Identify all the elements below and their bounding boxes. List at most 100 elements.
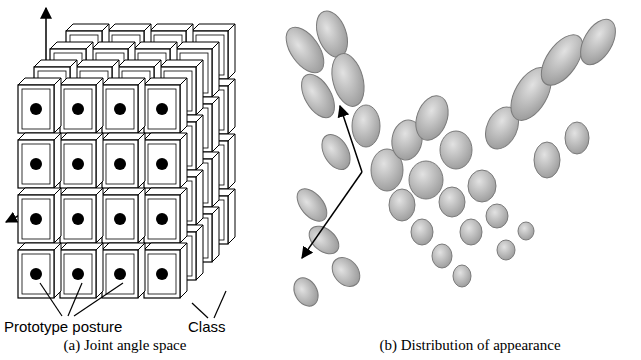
cube-side [196, 225, 203, 280]
appearance-ellipse [411, 219, 433, 245]
class-cube [144, 243, 187, 298]
cube-side [228, 189, 235, 244]
prototype-dot [30, 268, 42, 280]
class-cube [102, 243, 145, 298]
appearance-ellipse [352, 105, 380, 147]
cube-front [102, 195, 138, 243]
appearance-ellipse [486, 204, 508, 228]
appearance-ellipse [468, 170, 496, 202]
cube-side [180, 133, 187, 188]
cube-side [96, 243, 103, 298]
cube-inner [22, 254, 50, 294]
prototype-dot [114, 103, 126, 115]
cube-front [144, 85, 180, 133]
appearance-ellipse [518, 222, 534, 240]
cube-front [60, 250, 96, 298]
cube-inner [64, 199, 92, 239]
subfigure-caption: (a) Joint angle space [64, 336, 187, 354]
cube-front [144, 140, 180, 188]
prototype-dot [30, 158, 42, 170]
appearance-axes [302, 106, 362, 258]
prototype-dot [30, 213, 42, 225]
cube-side [212, 207, 219, 262]
cube-inner [64, 144, 92, 184]
appearance-ellipse [327, 50, 370, 110]
class-cube [144, 133, 187, 188]
class-cube [60, 243, 103, 298]
appearance-ellipse [311, 7, 354, 62]
class-cube [60, 78, 103, 133]
prototype-dot [72, 158, 84, 170]
appearance-ellipse [432, 244, 452, 268]
cube-front [60, 85, 96, 133]
appearance-ellipse [389, 189, 415, 221]
cube-inner [22, 89, 50, 129]
cube-front [18, 140, 54, 188]
cube-side [96, 188, 103, 243]
prototype-dot [72, 103, 84, 115]
class-cube [18, 188, 61, 243]
cube-side [54, 133, 61, 188]
cube-side [54, 78, 61, 133]
appearance-ellipse [573, 13, 622, 70]
cube-inner [22, 144, 50, 184]
cube-inner [148, 144, 176, 184]
cube-front [102, 85, 138, 133]
cube-front [18, 85, 54, 133]
class-cube [18, 243, 61, 298]
cube-side [212, 152, 219, 207]
cube-inner [64, 89, 92, 129]
appearance-ellipse [289, 274, 323, 311]
cube-front [60, 195, 96, 243]
class-cube [18, 78, 61, 133]
prototype-dot [156, 103, 168, 115]
appearance-ellipse [453, 265, 471, 287]
cube-front [102, 140, 138, 188]
appearance-ellipse [460, 219, 482, 245]
cube-side [54, 243, 61, 298]
cube-side [196, 60, 203, 115]
appearance-ellipse [327, 252, 366, 292]
cube-side [138, 243, 145, 298]
prototype-dot [156, 268, 168, 280]
cube-side [96, 78, 103, 133]
cube-inner [148, 89, 176, 129]
cube-front [144, 195, 180, 243]
cube-side [228, 24, 235, 79]
cube-inner [106, 199, 134, 239]
prototype-dot [30, 103, 42, 115]
cube-inner [148, 199, 176, 239]
cube-front [144, 250, 180, 298]
cube-inner [106, 89, 134, 129]
cube-front [60, 140, 96, 188]
cube-side [96, 133, 103, 188]
cube-side [212, 42, 219, 97]
cube-side [180, 188, 187, 243]
appearance-ellipse [440, 131, 472, 169]
cube-inner [148, 254, 176, 294]
cube-side [196, 170, 203, 225]
class-cube [18, 133, 61, 188]
class-cube [144, 188, 187, 243]
class-cube [102, 133, 145, 188]
cube-side [180, 243, 187, 298]
prototype-dot [72, 213, 84, 225]
prototype-dot [114, 268, 126, 280]
appearance-ellipse [409, 161, 443, 199]
appearance-ellipse [565, 122, 589, 154]
part-label: Class [188, 318, 226, 336]
cube-inner [106, 254, 134, 294]
cube-side [138, 78, 145, 133]
subfigure-caption: (b) Distribution of appearance [379, 336, 560, 354]
cube-front [102, 250, 138, 298]
cube-side [212, 97, 219, 152]
prototype-dot [114, 213, 126, 225]
prototype-dot [156, 213, 168, 225]
class-cube-grid [18, 24, 235, 298]
appearance-ellipse [439, 187, 465, 217]
cube-side [228, 134, 235, 189]
part-label: Prototype posture [4, 318, 122, 336]
cube-side [228, 79, 235, 134]
prototype-dot [114, 158, 126, 170]
